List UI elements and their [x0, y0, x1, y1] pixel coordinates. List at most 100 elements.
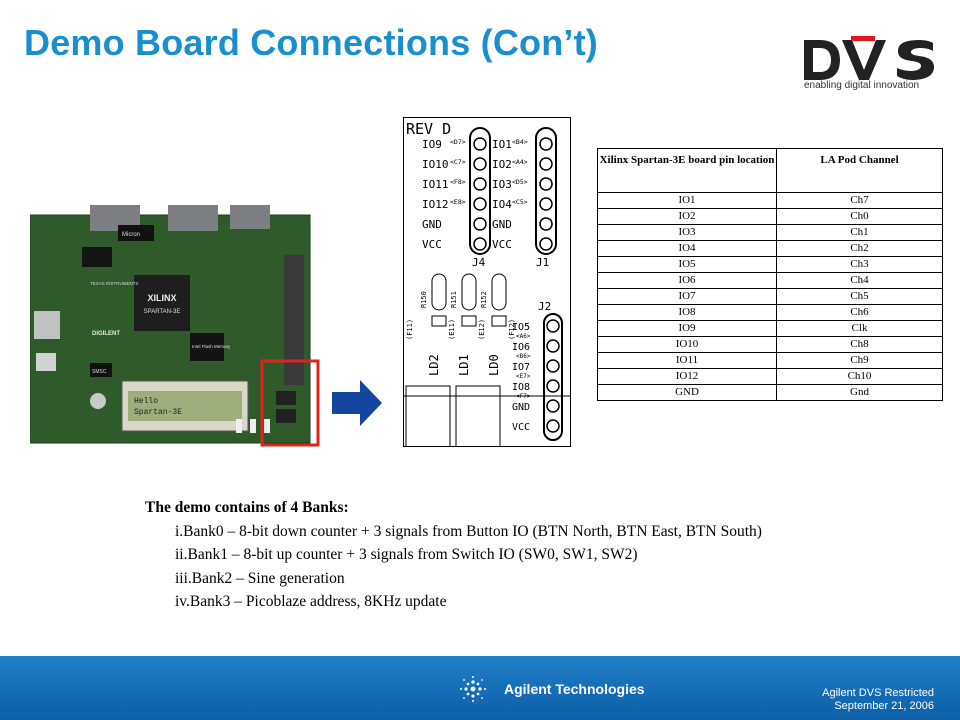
- ethernet-jack: [34, 311, 60, 339]
- switch-2: [264, 419, 270, 433]
- pin-location-cell: IO4: [597, 240, 777, 257]
- partial-loc-label: (F11): [406, 319, 414, 340]
- footer-classification: Agilent DVS Restricted: [822, 687, 934, 699]
- header-schematic: REV D J4 J1 J2 IO9<D7>IO10<C7>IO11<F8>IO…: [403, 117, 571, 447]
- led-loc-label: (E11): [448, 319, 456, 340]
- j1-pad: [539, 197, 553, 211]
- j4-pin-loc: <C7>: [450, 158, 466, 166]
- resistor-pad: [491, 273, 507, 311]
- j2-pin-loc: <B6>: [516, 353, 531, 360]
- la-channel-cell: Ch6: [776, 304, 943, 321]
- j2-pin-name: IO6: [512, 342, 530, 353]
- header-j1: [276, 391, 296, 405]
- pin-mapping-table: Xilinx Spartan-3E board pin location LA …: [597, 148, 943, 401]
- chip-label: XILINX: [147, 293, 176, 303]
- j4-pin-name: IO9: [422, 138, 442, 151]
- la-channel-cell: Ch0: [776, 208, 943, 225]
- j4-pin-loc: <E8>: [450, 198, 466, 206]
- col-la-pod-channel-header: LA Pod Channel: [776, 148, 943, 193]
- la-channel-cell: Ch10: [776, 368, 943, 385]
- j2-pin-name: IO5: [512, 322, 530, 333]
- pin-location-cell: IO5: [597, 256, 777, 273]
- la-channel-cell: Ch9: [776, 352, 943, 369]
- bank-item-1: ii.Bank1 – 8-bit up counter + 3 signals …: [175, 546, 638, 563]
- agilent-spark-icon: [460, 676, 486, 702]
- j4-pad: [473, 237, 487, 251]
- j1-pad: [539, 237, 553, 251]
- j4-pin-name: IO11: [422, 178, 449, 191]
- j1-pin-name: VCC: [492, 238, 512, 251]
- led-pad: [431, 315, 447, 327]
- j1-pad: [539, 137, 553, 151]
- j4-pad: [473, 197, 487, 211]
- bank-description-heading: The demo contains of 4 Banks:: [145, 499, 349, 516]
- j2-pad: [546, 319, 560, 333]
- footer-date: September 21, 2006: [834, 700, 934, 712]
- logo-tagline: enabling digital innovation: [804, 80, 920, 91]
- la-channel-cell: Ch7: [776, 192, 943, 209]
- j2-label: J2: [538, 300, 551, 313]
- resistor-pad: [461, 273, 477, 311]
- agilent-company-name: Agilent Technologies: [504, 681, 645, 697]
- schematic-rev: REV D: [406, 120, 451, 138]
- j4-pin-name: VCC: [422, 238, 442, 251]
- j4-pin-loc: <F8>: [450, 178, 466, 186]
- j4-pin-name: IO12: [422, 198, 449, 211]
- resistor-label: R150: [420, 291, 428, 308]
- j4-label: J4: [472, 256, 486, 269]
- la-channel-cell: Ch2: [776, 240, 943, 257]
- dvs-logo: [804, 36, 934, 80]
- j2-pad: [546, 419, 560, 433]
- bank-description: The demo contains of 4 Banks: i.Bank0 – …: [145, 496, 762, 614]
- pin-location-cell: IO6: [597, 272, 777, 289]
- rotary-knob: [90, 393, 106, 409]
- pin-location-cell: IO12: [597, 368, 777, 385]
- pin-location-cell: IO7: [597, 288, 777, 305]
- ti-chip: [82, 247, 112, 267]
- chip-sub-label: SPARTAN-3E: [144, 309, 181, 315]
- resistor-label: R152: [480, 291, 488, 308]
- j2-pin-loc: <A6>: [516, 333, 531, 340]
- maker-digilent: DIGILENT: [92, 331, 120, 337]
- maker-ti: TEXAS INSTRUMENTS: [90, 281, 139, 286]
- j2-pin-name: IO8: [512, 382, 530, 393]
- highlight-box: [260, 359, 320, 447]
- j2-pad: [546, 399, 560, 413]
- usb-port: [36, 353, 56, 371]
- led-pad: [461, 315, 477, 327]
- j1-pin-name: IO3: [492, 178, 512, 191]
- pin-location-cell: IO11: [597, 352, 777, 369]
- vga-connector: [230, 205, 270, 229]
- j4-pin-name: IO10: [422, 158, 449, 171]
- j1-pin-name: IO4: [492, 198, 512, 211]
- j1-pad: [539, 177, 553, 191]
- slide-title: Demo Board Connections (Con’t): [24, 22, 598, 63]
- j2-pad: [546, 379, 560, 393]
- led-loc-label: (E12): [478, 319, 486, 340]
- switch-0: [236, 419, 242, 433]
- flash-chip: [190, 333, 224, 361]
- pin-location-cell: IO1: [597, 192, 777, 209]
- j1-pin-loc: <A4>: [512, 158, 528, 166]
- lcd-screen: [128, 391, 242, 421]
- j2-pin-name: GND: [512, 402, 530, 413]
- right-arrow-icon: [332, 380, 382, 426]
- pin-location-cell: GND: [597, 384, 777, 401]
- switch-1: [250, 419, 256, 433]
- led-label: LD1: [457, 354, 471, 376]
- lcd-line-1: Hello: [134, 397, 158, 406]
- bank-item-3: iv.Bank3 – Picoblaze address, 8KHz updat…: [175, 593, 447, 610]
- fpga-chip: [134, 275, 190, 331]
- table-header-row: Xilinx Spartan-3E board pin location LA …: [597, 148, 943, 193]
- la-channel-cell: Ch4: [776, 272, 943, 289]
- spartan-3e-board-photo: XILINX SPARTAN-3E TEXAS INSTRUMENTS Micr…: [30, 205, 320, 447]
- j1-pad: [539, 157, 553, 171]
- lcd-line-2: Spartan-3E: [134, 408, 182, 417]
- j4-pad: [473, 157, 487, 171]
- la-channel-cell: Ch3: [776, 256, 943, 273]
